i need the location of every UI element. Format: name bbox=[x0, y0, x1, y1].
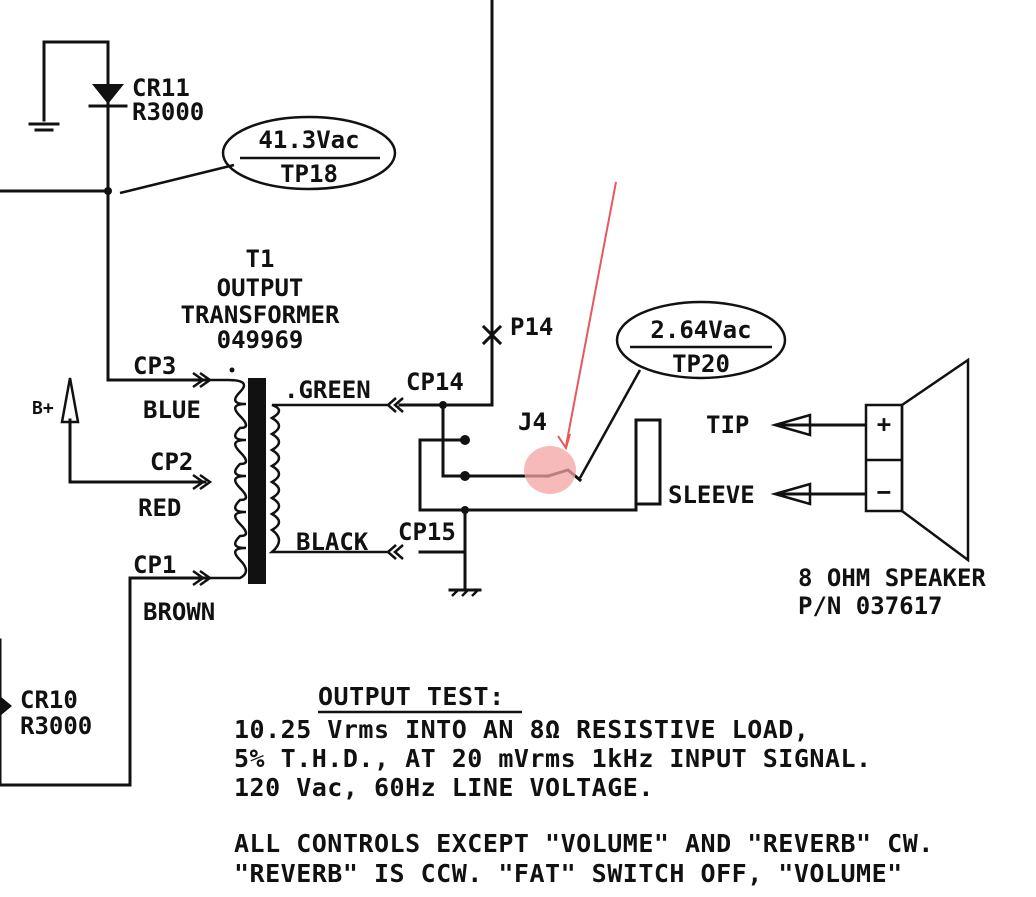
green-label: .GREEN bbox=[284, 376, 371, 404]
speaker-part: P/N 037617 bbox=[798, 592, 943, 620]
cr11-diode-symbol bbox=[92, 84, 124, 104]
cr11-diode-branch bbox=[0, 40, 235, 382]
cr10-diode bbox=[0, 696, 12, 716]
cp14-label: CP14 bbox=[406, 368, 464, 396]
t1-ref: T1 bbox=[246, 245, 275, 273]
notes-line-1: 10.25 Vrms INTO AN 8Ω RESISTIVE LOAD, bbox=[234, 715, 809, 744]
notes-line-3: 120 Vac, 60Hz LINE VOLTAGE. bbox=[234, 773, 654, 802]
j4-label: J4 bbox=[518, 408, 547, 436]
cp1-label: CP1 bbox=[133, 551, 176, 579]
notes-line-5: "REVERB" IS CCW. "FAT" SWITCH OFF, "VOLU… bbox=[234, 859, 903, 888]
tp20-callout: 2.64Vac TP20 bbox=[615, 300, 787, 380]
cp15-label: CP15 bbox=[398, 518, 456, 546]
notes-line-4: ALL CONTROLS EXCEPT "VOLUME" AND "REVERB… bbox=[234, 829, 934, 858]
speaker bbox=[770, 357, 970, 563]
t1-name-2: TRANSFORMER bbox=[181, 301, 340, 329]
tp18-label: TP18 bbox=[280, 160, 338, 188]
notes-line-2: 5% T.H.D., AT 20 mVrms 1kHz INPUT SIGNAL… bbox=[234, 744, 872, 773]
cr11-ref: CR11 bbox=[132, 74, 190, 102]
cr10-part: R3000 bbox=[20, 712, 92, 740]
t1-part: 049969 bbox=[217, 326, 304, 354]
cr11-part: R3000 bbox=[132, 98, 204, 126]
plus-label: + bbox=[877, 410, 891, 438]
cr10-ref: CR10 bbox=[20, 686, 78, 714]
cp2-label: CP2 bbox=[150, 448, 193, 476]
tp20-value: 2.64Vac bbox=[650, 316, 751, 344]
transformer-label: T1 OUTPUT TRANSFORMER 049969 bbox=[181, 245, 340, 354]
tp18-callout: 41.3Vac TP18 bbox=[221, 115, 397, 191]
t1-name-1: OUTPUT bbox=[217, 274, 304, 302]
bplus-label: B+ bbox=[32, 398, 54, 419]
speaker-name: 8 OHM SPEAKER bbox=[798, 564, 986, 592]
output-test-notes: OUTPUT TEST: 10.25 Vrms INTO AN 8Ω RESIS… bbox=[234, 682, 934, 888]
minus-label: − bbox=[877, 478, 891, 506]
p14-label: P14 bbox=[510, 313, 553, 341]
tp20-label: TP20 bbox=[672, 350, 730, 378]
primary-connectors bbox=[0, 371, 213, 787]
brown-label: BROWN bbox=[143, 598, 215, 626]
black-label: BLACK bbox=[296, 528, 369, 556]
transformer-symbol bbox=[205, 367, 390, 584]
sleeve-label: SLEEVE bbox=[668, 481, 755, 509]
secondary-wiring bbox=[386, 0, 662, 597]
annotation-arrow bbox=[524, 181, 617, 494]
red-label: RED bbox=[138, 494, 181, 522]
notes-heading: OUTPUT TEST: bbox=[318, 682, 505, 711]
tip-label: TIP bbox=[706, 411, 749, 439]
tp18-value: 41.3Vac bbox=[258, 126, 359, 154]
blue-label: BLUE bbox=[143, 396, 201, 424]
cp3-label: CP3 bbox=[133, 352, 176, 380]
